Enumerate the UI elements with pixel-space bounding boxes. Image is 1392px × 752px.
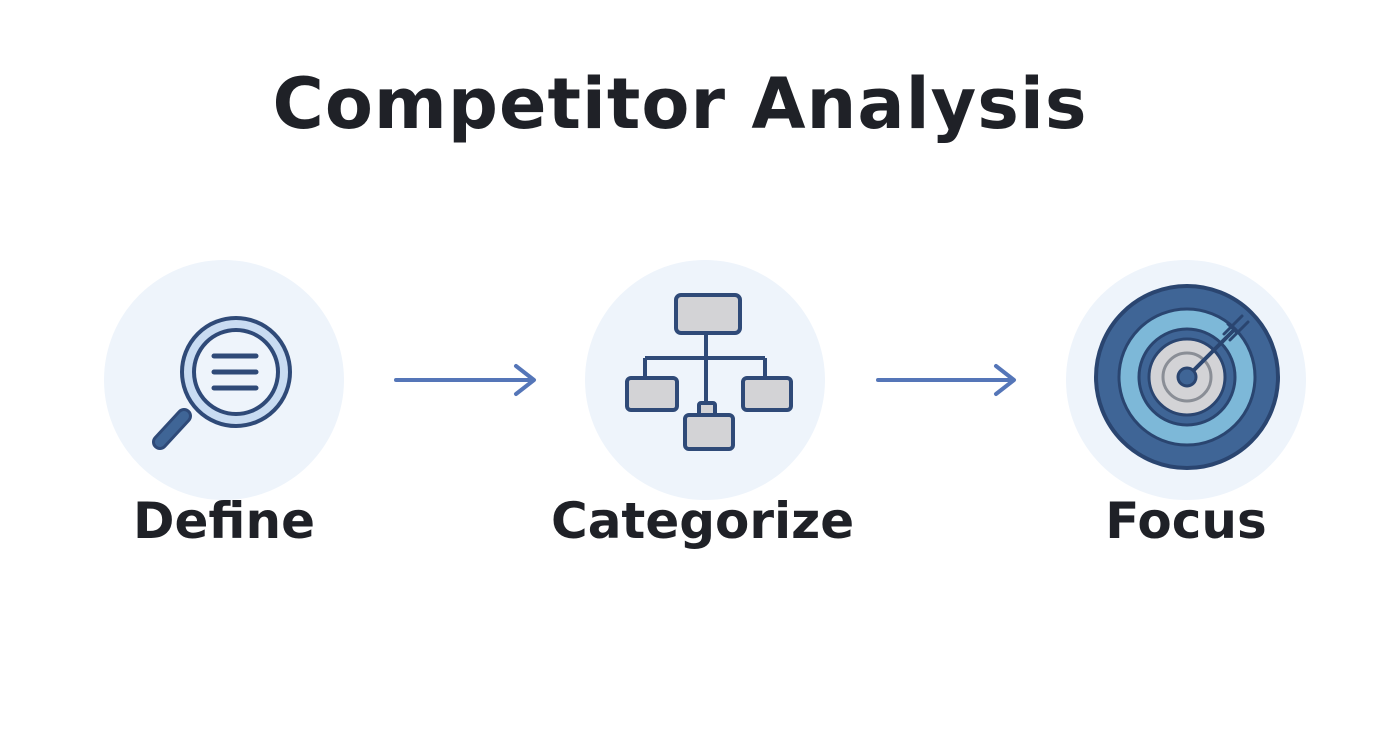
step-circle	[104, 260, 344, 500]
step-label: Define	[133, 492, 315, 550]
magnifier-document-icon	[152, 316, 292, 450]
step-label: Categorize	[551, 492, 855, 550]
step-circle	[585, 260, 825, 500]
page-title: Competitor Analysis	[272, 63, 1088, 145]
step-label: Focus	[1105, 492, 1267, 550]
arrow-right-icon	[394, 364, 536, 396]
target-dart-icon	[1094, 284, 1280, 470]
hierarchy-chart-icon	[625, 293, 793, 451]
step-circle	[1066, 260, 1306, 500]
arrow-right-icon	[876, 364, 1016, 396]
